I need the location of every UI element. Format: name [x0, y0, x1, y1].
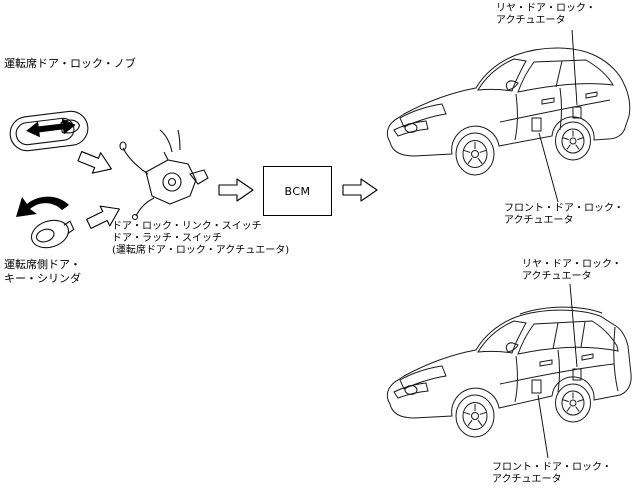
wagon-front-actuator-label-line2: アクチュエータ: [492, 474, 562, 485]
door-latch-illustration: [119, 129, 209, 221]
sedan-front-actuator-label-line1: フロント・ドア・ロック・: [504, 203, 624, 214]
flow-arrows: [77, 151, 378, 229]
latch-label-line2: ドア・ラッチ・スイッチ: [112, 233, 222, 244]
wagon-rear-leader-line: [569, 283, 578, 368]
sedan-front-actuator-label: フロント・ドア・ロック・ アクチュエータ: [504, 203, 624, 227]
bcm-box: BCM: [263, 166, 332, 216]
latch-label-line1: ドア・ロック・リンク・スイッチ: [112, 221, 262, 232]
latch-to-bcm-arrow-icon: [218, 178, 254, 202]
sedan-front-door-actuator: [531, 117, 542, 132]
sedan-rear-leader-line: [571, 29, 578, 106]
key-cylinder-label-line2: キー・シリンダ: [4, 272, 81, 285]
bcm-to-cars-arrow-icon: [342, 178, 378, 202]
sedan-rear-door-actuator: [572, 106, 582, 119]
wagon-rear-actuator-label-line1: リヤ・ドア・ロック・: [522, 259, 622, 270]
wagon-front-actuator-label: フロント・ドア・ロック・ アクチュエータ: [492, 462, 612, 486]
key-turn-arrow-icon: [16, 196, 69, 217]
key-cylinder-illustration: [16, 196, 75, 249]
sedan-rear-actuator-label-line1: リヤ・ドア・ロック・: [496, 3, 596, 14]
sedan-front-leader-line: [538, 132, 559, 203]
wagon-rear-actuator-label-line2: アクチュエータ: [522, 271, 592, 282]
knob-to-latch-arrow-icon: [77, 151, 112, 174]
wagon-illustration: [386, 306, 632, 438]
latch-label-line3: (運転席ドア・ロック・アクチュエータ): [112, 245, 290, 256]
key-cylinder-label: 運転席側ドア・ キー・シリンダ: [4, 258, 81, 286]
wagon-front-leader-line: [537, 394, 549, 459]
sedan-front-actuator-label-line2: アクチュエータ: [504, 215, 574, 226]
bcm-label: BCM: [284, 184, 311, 198]
cylinder-to-latch-arrow-icon: [86, 205, 120, 229]
sedan-rear-actuator-label-line2: アクチュエータ: [496, 15, 566, 26]
knob-label: 運転席ドア・ロック・ノブ: [4, 57, 136, 70]
latch-switch-labels: ドア・ロック・リンク・スイッチ ドア・ラッチ・スイッチ (運転席ドア・ロック・ア…: [112, 221, 289, 257]
key-cylinder-label-line1: 運転席側ドア・: [4, 258, 81, 271]
wagon-front-actuator-label-line1: フロント・ドア・ロック・: [492, 462, 612, 473]
wagon-front-door-actuator: [531, 379, 542, 394]
door-handle-illustration: [9, 110, 89, 152]
leader-lines: [537, 29, 578, 459]
wagon-rear-actuator-label: リヤ・ドア・ロック・ アクチュエータ: [522, 259, 622, 283]
wagon-rear-door-actuator: [572, 368, 582, 381]
sedan-illustration: [386, 47, 631, 176]
sedan-rear-actuator-label: リヤ・ドア・ロック・ アクチュエータ: [496, 3, 596, 27]
knob-direction-arrow-icon: [26, 118, 76, 138]
